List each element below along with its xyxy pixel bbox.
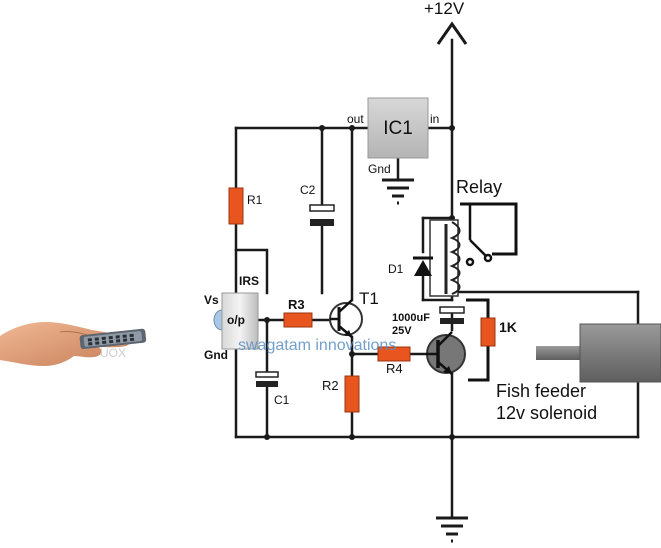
ic1-regulator: IC1 out in Gnd <box>347 97 439 176</box>
load-label-line2: 12v solenoid <box>496 403 597 423</box>
relay-label: Relay <box>456 177 502 197</box>
irs-outline <box>234 248 269 295</box>
solenoid-fish-feeder: Fish feeder 12v solenoid <box>496 323 661 423</box>
ground-symbol-main <box>436 516 468 543</box>
transistor-t2 <box>426 331 466 375</box>
c2-label: C2 <box>300 183 316 197</box>
r-1k-label: 1K <box>499 319 517 335</box>
remote-text: UOX <box>100 346 126 360</box>
watermark: swagatam innovations <box>238 337 396 354</box>
capacitor-1000uf: 1000uF 25V <box>392 306 465 337</box>
vs-label: Vs <box>204 293 219 307</box>
r3-label: R3 <box>288 297 305 312</box>
d1-label: D1 <box>388 262 404 276</box>
r4-label: R4 <box>386 361 403 376</box>
relay-switch <box>465 204 493 267</box>
relay-contact-wires <box>460 202 518 382</box>
transistor-t1: T1 <box>329 289 379 338</box>
resistor-1k: 1K <box>480 317 517 347</box>
resistor-r2: R2 <box>322 375 360 413</box>
r2-label: R2 <box>322 378 339 393</box>
t1-label: T1 <box>359 289 379 308</box>
capacitor-c1: C1 <box>255 371 290 407</box>
ic1-in-label: in <box>430 112 439 126</box>
diode-d1: D1 <box>388 256 433 276</box>
irs-label: IRS <box>239 274 259 288</box>
ir-sensor: IRS Vs o/p Gnd <box>204 274 259 362</box>
ic1-out-label: out <box>347 112 364 126</box>
hand-with-remote-illustration: UOX <box>0 322 147 366</box>
gnd-label: Gnd <box>204 348 228 362</box>
op-label: o/p <box>227 313 245 327</box>
load-label-line1: Fish feeder <box>496 381 586 401</box>
resistor-r4: R4 <box>377 346 411 376</box>
hand-shape <box>0 322 131 366</box>
capacitor-c2: C2 <box>300 183 335 226</box>
ic1-gnd-label: Gnd <box>368 162 391 176</box>
supply-label: +12V <box>424 0 465 18</box>
remote-control <box>79 328 147 350</box>
ic1-label: IC1 <box>383 118 413 139</box>
resistor-r3: R3 <box>283 297 313 328</box>
supply-arrow <box>436 21 468 45</box>
cap-value-label: 1000uF <box>392 312 430 324</box>
resistor-r1: R1 <box>228 187 263 225</box>
relay-coil <box>444 221 461 295</box>
r1-label: R1 <box>247 193 263 207</box>
relay: Relay <box>429 177 502 297</box>
cap-voltage-label: 25V <box>392 325 412 337</box>
ground-symbol-ic <box>382 178 414 205</box>
c1-label: C1 <box>274 393 290 407</box>
